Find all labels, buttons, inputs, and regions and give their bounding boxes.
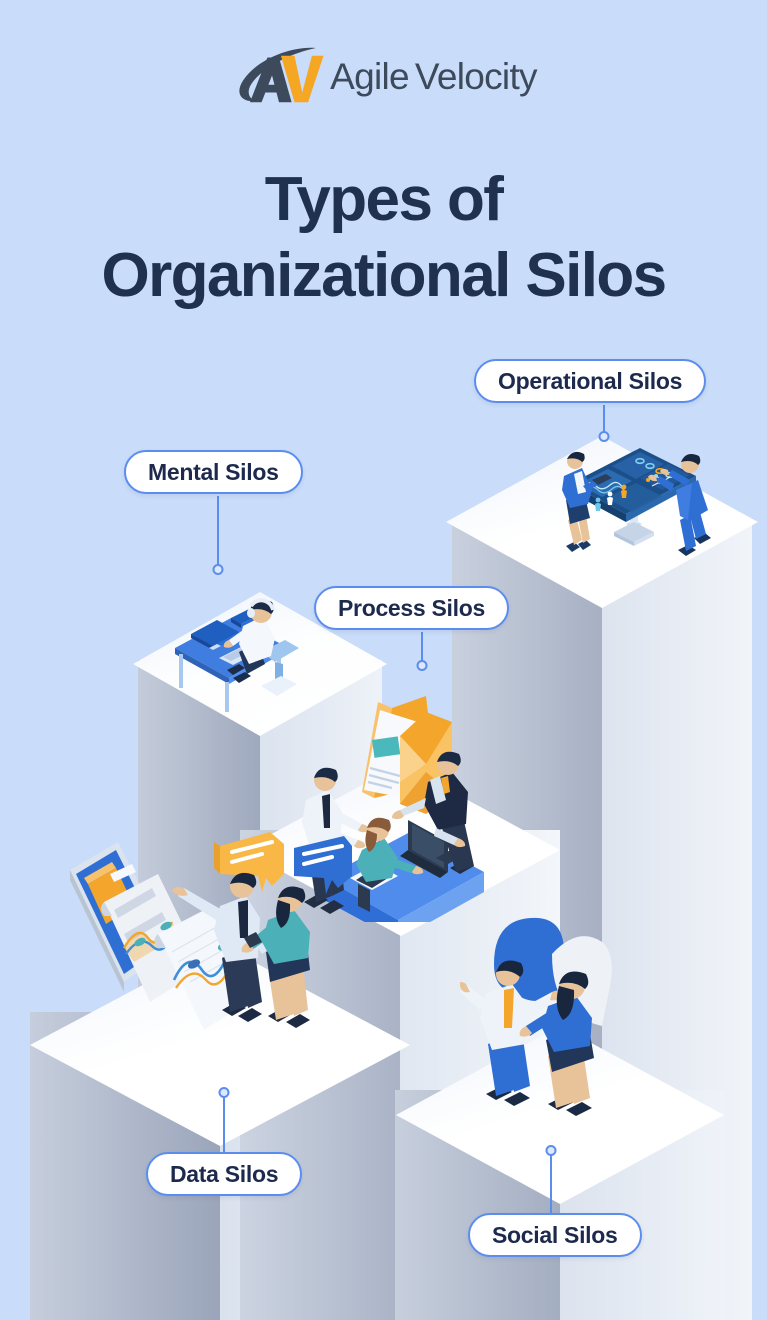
page-title: Types of Organizational Silos	[0, 162, 767, 314]
agile-velocity-av-logo-icon	[239, 47, 324, 103]
operational-person-right	[648, 454, 711, 556]
label-mental-silos[interactable]: Mental Silos	[124, 450, 303, 494]
page-title-line2: Organizational Silos	[101, 241, 668, 310]
scene-social-silos	[460, 917, 612, 1116]
operational-person-left	[562, 451, 612, 552]
platform-data	[30, 944, 410, 1146]
platform-social	[396, 1026, 724, 1204]
label-text: Operational Silos	[498, 367, 683, 394]
label-text: Process Silos	[338, 594, 485, 621]
label-operational-silos[interactable]: Operational Silos	[474, 359, 707, 403]
scene-mental-silos	[175, 598, 299, 712]
scene-operational-silos	[562, 448, 711, 556]
connector-stem	[223, 1092, 225, 1154]
brand-name-part1: Agile	[330, 56, 409, 97]
process-person-center	[356, 817, 424, 912]
label-process-silos[interactable]: Process Silos	[314, 586, 509, 630]
connector-social	[545, 1145, 557, 1214]
scene-data-silos	[70, 832, 352, 1030]
connector-data	[218, 1087, 230, 1154]
social-person-woman	[519, 971, 594, 1116]
connector-dot	[598, 431, 610, 442]
connector-stem	[603, 405, 605, 437]
connector-dot	[212, 564, 224, 575]
social-person-man	[460, 960, 562, 1106]
process-person-right	[392, 751, 474, 874]
data-person-woman	[241, 886, 310, 1028]
label-data-silos[interactable]: Data Silos	[146, 1152, 303, 1196]
connector-dot	[218, 1087, 230, 1098]
data-person-man	[172, 872, 270, 1022]
connector-stem	[421, 632, 423, 666]
connector-mental	[212, 496, 224, 575]
connector-dot	[545, 1145, 557, 1156]
label-text: Data Silos	[170, 1160, 279, 1187]
page-title-line1: Types of	[264, 165, 504, 234]
connector-operational	[598, 405, 610, 442]
brand-name-part2: Velocity	[414, 56, 538, 97]
connector-dot	[416, 660, 428, 671]
connector-process	[416, 632, 428, 671]
label-text: Mental Silos	[148, 458, 279, 485]
connector-stem	[217, 496, 219, 570]
mental-person	[223, 598, 275, 683]
connector-stem	[550, 1150, 552, 1214]
label-text: Social Silos	[492, 1221, 618, 1248]
label-social-silos[interactable]: Social Silos	[468, 1213, 642, 1257]
